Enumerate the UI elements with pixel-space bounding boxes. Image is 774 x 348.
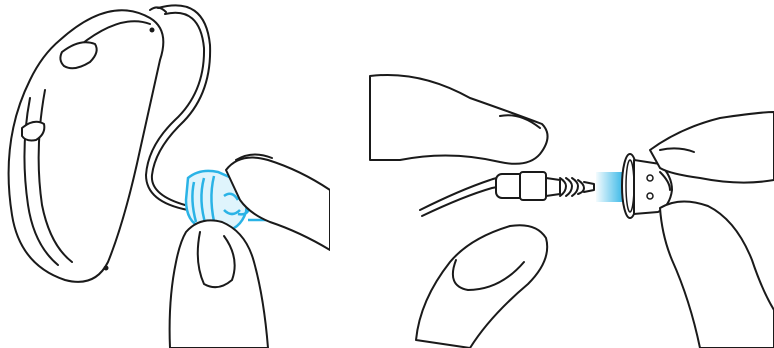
left-thumb bbox=[416, 225, 547, 348]
hearing-aid-dome-attach-icon bbox=[0, 0, 330, 348]
receiver-filter-change-icon bbox=[360, 0, 774, 348]
left-index-finger bbox=[370, 75, 548, 164]
filter-change-illustration bbox=[360, 0, 774, 348]
right-index-finger bbox=[650, 112, 774, 183]
insertion-highlight bbox=[596, 172, 624, 202]
right-thumb bbox=[660, 201, 774, 348]
thumb bbox=[170, 220, 268, 348]
hearing-aid-body bbox=[9, 7, 166, 281]
receiver bbox=[420, 172, 594, 216]
dome-attach-illustration bbox=[0, 0, 330, 348]
